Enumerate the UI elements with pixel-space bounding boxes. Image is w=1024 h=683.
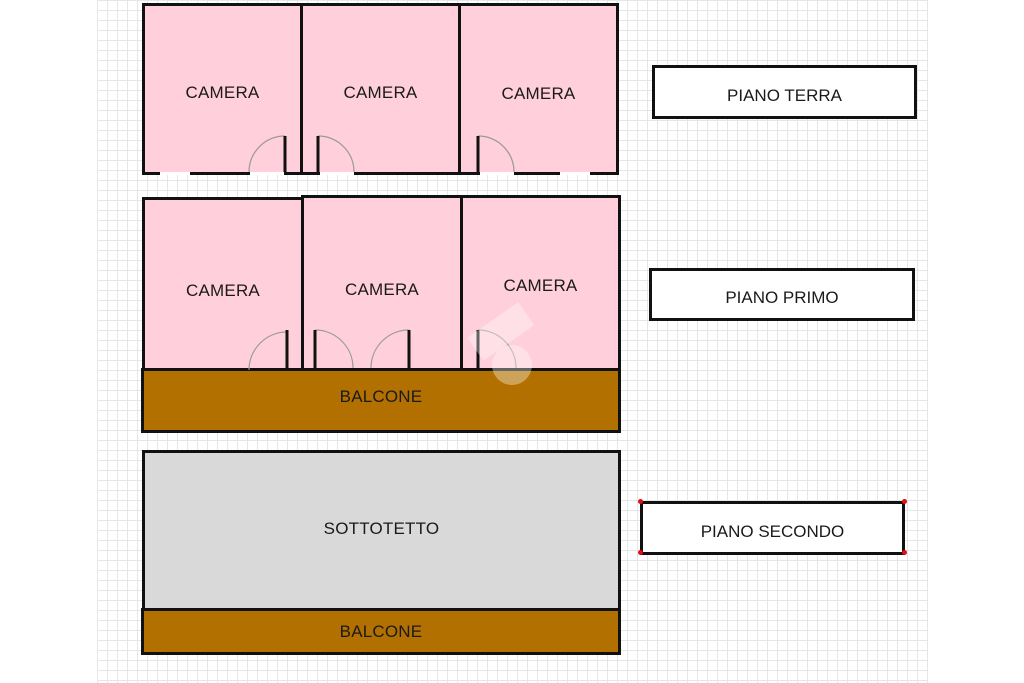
- ground-room-2[interactable]: CAMERA: [300, 3, 461, 175]
- door-swing-icon: [248, 135, 286, 173]
- selection-handle[interactable]: [902, 499, 907, 504]
- room-label: CAMERA: [501, 84, 576, 103]
- watermark-logo: [467, 302, 535, 385]
- door-swing-icon: [477, 329, 517, 369]
- room-label: CAMERA: [343, 83, 418, 102]
- first-floor-balcony[interactable]: BALCONE: [141, 368, 621, 433]
- first-room-1[interactable]: CAMERA: [142, 197, 304, 372]
- second-floor-balcony[interactable]: BALCONE: [141, 608, 621, 655]
- door-swing-icon: [477, 135, 515, 173]
- selection-handle[interactable]: [638, 550, 643, 555]
- first-room-3[interactable]: CAMERA: [460, 195, 621, 372]
- selection-handle[interactable]: [902, 550, 907, 555]
- ground-room-3[interactable]: CAMERA: [458, 3, 619, 175]
- room-label: CAMERA: [186, 280, 260, 300]
- room-label: CAMERA: [185, 83, 260, 102]
- room-label: CAMERA: [345, 279, 419, 299]
- floor-label-piano-secondo[interactable]: PIANO SECONDO: [640, 501, 905, 555]
- door-swing-icon: [248, 331, 288, 371]
- ground-room-1[interactable]: CAMERA: [142, 3, 303, 175]
- door-swing-icon: [317, 135, 355, 173]
- door-swing-icon: [314, 329, 354, 369]
- door-swing-icon: [370, 329, 410, 369]
- room-label: CAMERA: [503, 275, 578, 295]
- selection-handle[interactable]: [638, 499, 643, 504]
- attic-label: SOTTOTETTO: [323, 519, 440, 538]
- floor-label-piano-primo: PIANO PRIMO: [649, 268, 915, 321]
- attic-room[interactable]: SOTTOTETTO: [142, 450, 621, 612]
- balcony-label: BALCONE: [339, 386, 423, 406]
- balcony-label: BALCONE: [339, 621, 423, 641]
- floor-label-piano-terra: PIANO TERRA: [652, 65, 917, 119]
